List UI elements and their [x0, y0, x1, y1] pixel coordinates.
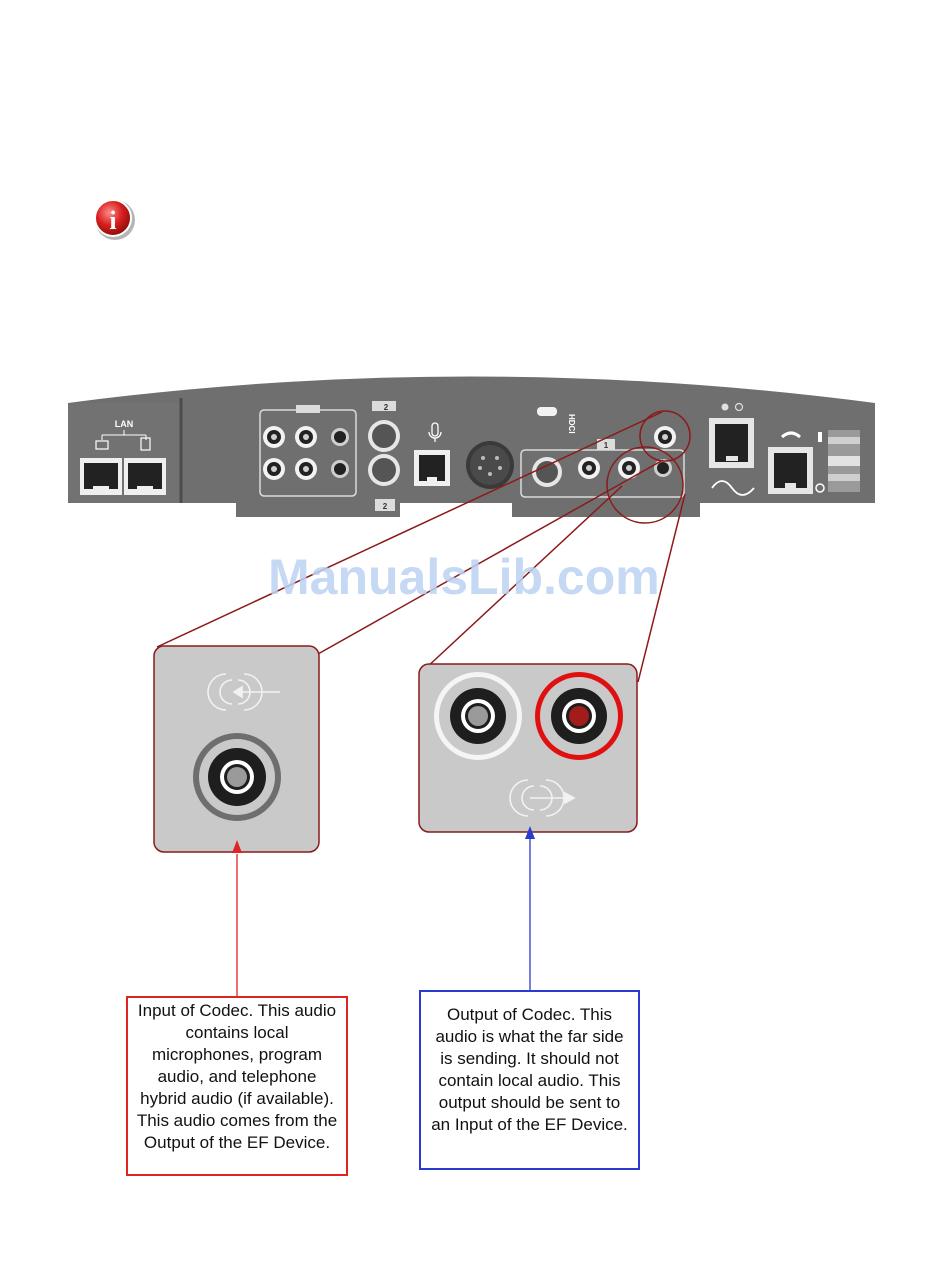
audio-input-icon [207, 673, 280, 711]
telephone-icon [781, 431, 801, 439]
microphone-icon [428, 422, 442, 442]
analog-line-icon [711, 480, 755, 496]
zoom-audio-input [153, 645, 320, 853]
highlight-circle-output-small [639, 410, 691, 462]
audio-output-jack-small [654, 426, 676, 448]
svideo-2-group: 2 2 [368, 401, 400, 511]
svideo-2-label: 2 [384, 403, 389, 412]
output-of-codec-callout: Output of Codec. This audio is what the … [419, 990, 640, 1170]
highlight-circle-input-pair [606, 446, 684, 524]
telephone-jack [768, 431, 813, 494]
input-1-label: 1 [604, 441, 609, 450]
rear-panel: LAN 2 [68, 376, 875, 524]
lan-port-2 [124, 458, 166, 495]
hdci-icon: HDCI [567, 414, 576, 434]
watermark-text: ManualsLib.com [268, 549, 660, 605]
audio-output-icon [509, 779, 576, 817]
input-callout-text: Input of Codec. This audio contains loca… [136, 1001, 338, 1152]
audio-output-jack-left [434, 672, 522, 760]
output-callout-text: Output of Codec. This audio is what the … [431, 1005, 628, 1134]
input-of-codec-callout: Input of Codec. This audio contains loca… [126, 996, 348, 1176]
phone-line-jack [709, 402, 755, 496]
info-icon-glyph: i [109, 206, 116, 235]
lan-computer-icon [95, 440, 109, 450]
hdci-port [537, 407, 557, 416]
audio-output-jack-right-red [535, 672, 623, 760]
av-input-2-group [259, 405, 357, 497]
input-callout-arrow [232, 840, 242, 996]
lan-phone-icon [140, 437, 151, 451]
lan-label: LAN [115, 419, 134, 429]
mic-jack [414, 422, 450, 486]
din-connector [466, 441, 514, 489]
svideo-2-bottom-label: 2 [383, 502, 388, 511]
power-switch [815, 430, 860, 493]
zoom-leader-lines [156, 411, 686, 683]
info-icon: i [94, 199, 135, 240]
lan-port-1 [80, 458, 122, 495]
zoom-audio-output [418, 663, 638, 833]
lan-connector-icon [101, 430, 147, 440]
av-input-1-group: 1 [520, 439, 685, 498]
output-callout-arrow [525, 826, 535, 990]
